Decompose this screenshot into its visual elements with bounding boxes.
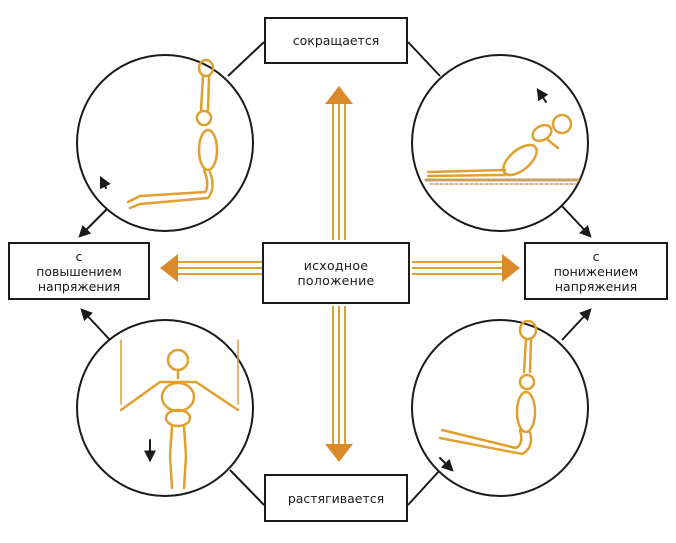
- label-decreased-tension: с понижением напряжения: [553, 248, 639, 294]
- arrow-circle-tl-to-left-box: [78, 205, 111, 238]
- box-top-contracts: сокращается: [264, 17, 408, 64]
- circle-bottom-left: [76, 319, 254, 497]
- figure-hanging-rings-legs-raised: [99, 58, 219, 210]
- circle-bottom-right: [411, 319, 589, 497]
- connector-top-to-circle-tl: [227, 41, 265, 77]
- arrow-circle-tr-to-right-box: [561, 205, 592, 238]
- connector-bottom-to-circle-br: [407, 469, 441, 506]
- arrow-circle-br-to-right-box: [561, 308, 592, 341]
- figure-situp-on-floor: [424, 88, 580, 185]
- box-right-decreased-tension: с понижением напряжения: [524, 242, 668, 300]
- label-stretches: растягивается: [287, 490, 385, 506]
- label-increased-tension: с повышением напряжения: [36, 248, 122, 294]
- orange-arrow-right: [412, 254, 520, 282]
- box-left-increased-tension: с повышением напряжения: [8, 242, 150, 300]
- label-initial-position: исходное положение: [297, 258, 375, 288]
- arrow-circle-bl-to-left-box: [80, 308, 111, 341]
- box-bottom-stretches: растягивается: [264, 474, 408, 522]
- circle-top-right: [411, 54, 589, 232]
- box-center-initial-position: исходное положение: [262, 242, 410, 304]
- circle-top-left: [76, 54, 254, 232]
- orange-arrow-left: [160, 254, 262, 282]
- label-contracts: сокращается: [292, 33, 380, 48]
- connector-top-to-circle-tr: [407, 41, 441, 77]
- orange-arrow-down: [325, 306, 353, 462]
- figure-hanging-rings-legs-lowering: [438, 319, 538, 472]
- connector-lines: [78, 41, 592, 506]
- figure-hanging-rings-arms-spread: [119, 339, 240, 490]
- connector-bottom-to-circle-bl: [229, 469, 265, 506]
- orange-arrow-up: [325, 86, 353, 240]
